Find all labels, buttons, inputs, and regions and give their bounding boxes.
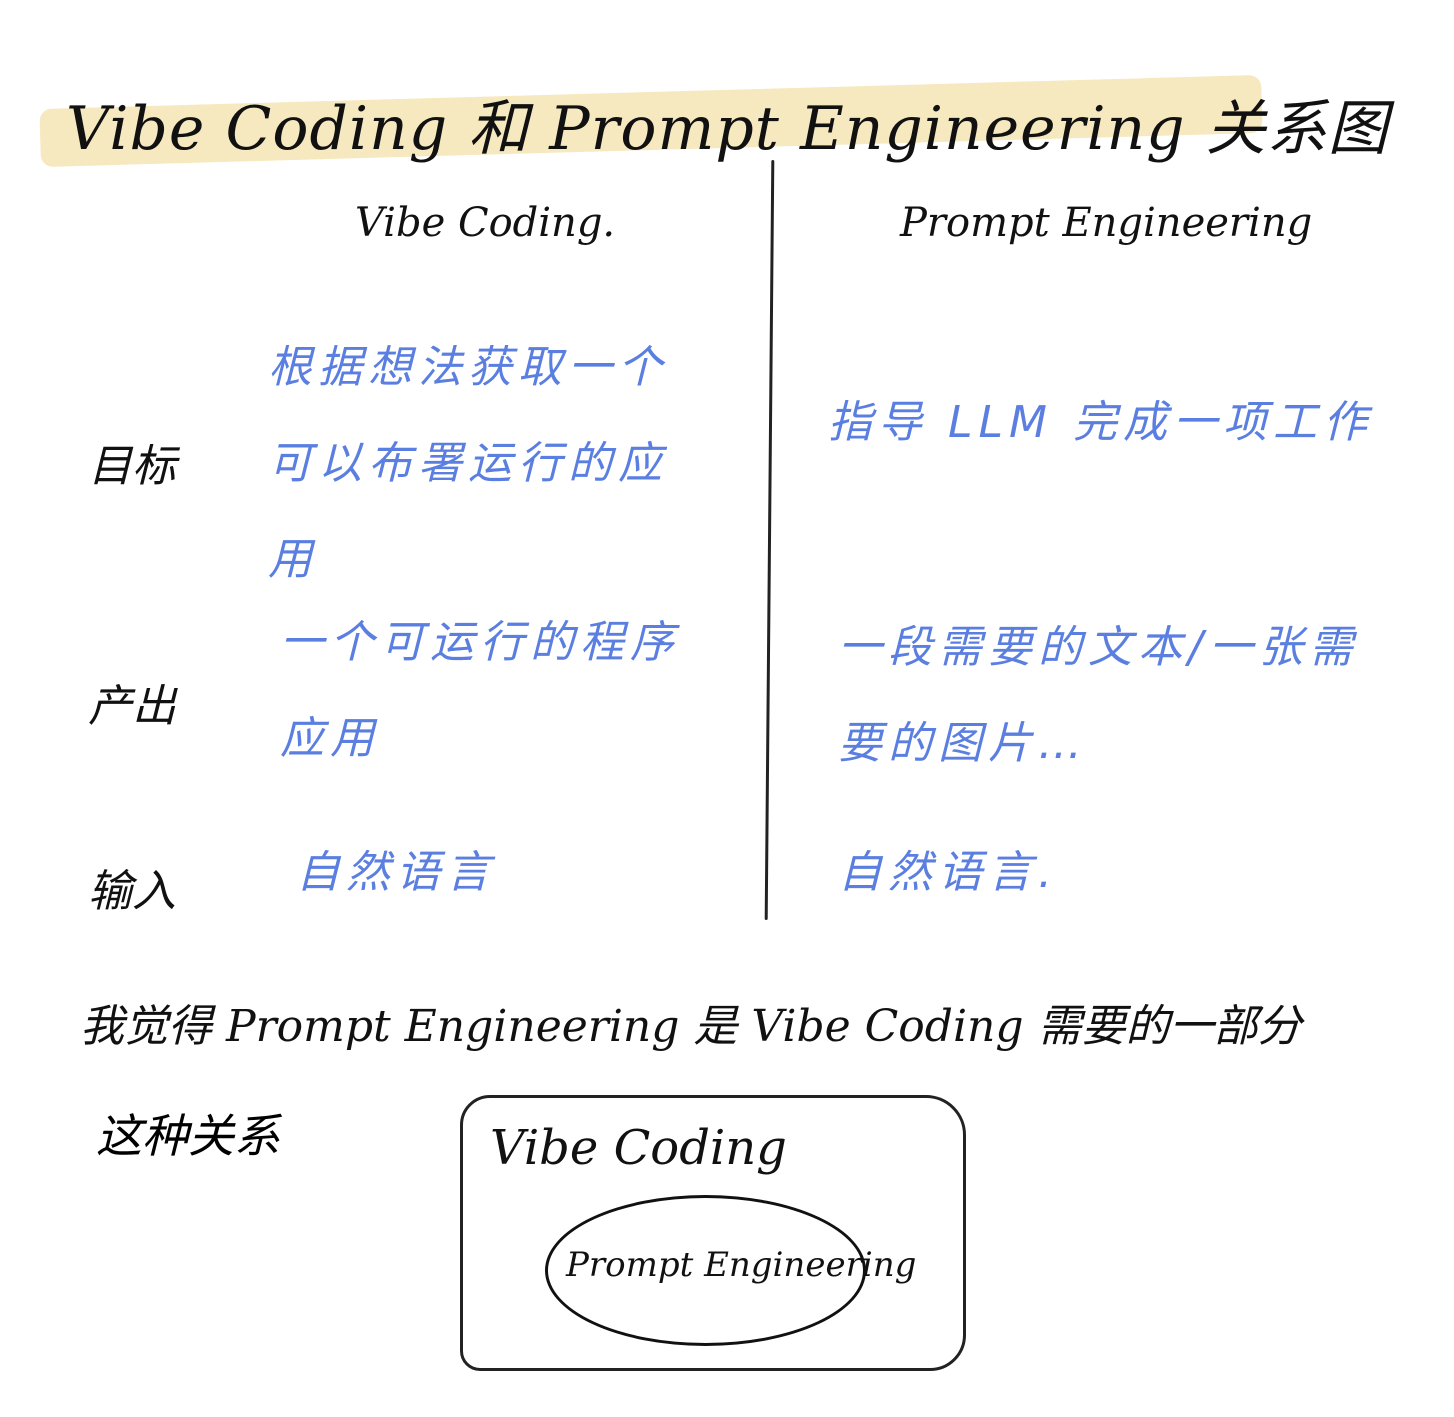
row-label-input: 输入 <box>88 866 176 917</box>
prompt-engineering-output: 一段需要的文本/一张需要的图片… <box>838 622 1359 769</box>
page-title: Vibe Coding 和 Prompt Engineering 关系图 <box>66 94 1389 164</box>
row-label-output: 产出 <box>88 681 176 732</box>
vibe-coding-box <box>460 1095 966 1371</box>
vibe-coding-output: 一个可运行的程序应用 <box>280 617 680 764</box>
prompt-engineering-ellipse-label: Prompt Engineering <box>566 1245 917 1285</box>
column-header-prompt-engineering: Prompt Engineering <box>900 200 1313 246</box>
vibe-coding-box-label: Vibe Coding <box>490 1120 787 1176</box>
column-header-vibe-coding: Vibe Coding. <box>355 200 616 246</box>
column-divider <box>764 160 775 920</box>
prompt-engineering-ellipse <box>545 1195 866 1346</box>
vibe-coding-input: 自然语言 <box>296 847 496 898</box>
conclusion-text: 我觉得 Prompt Engineering 是 Vibe Coding 需要的… <box>80 1001 1302 1052</box>
relation-label: 这种关系 <box>96 1109 280 1163</box>
vibe-coding-goal: 根据想法获取一个可以布署运行的应用 <box>268 342 668 585</box>
prompt-engineering-goal: 指导 LLM 完成一项工作 <box>828 397 1373 448</box>
prompt-engineering-input: 自然语言. <box>838 847 1058 898</box>
row-label-goal: 目标 <box>88 441 176 492</box>
